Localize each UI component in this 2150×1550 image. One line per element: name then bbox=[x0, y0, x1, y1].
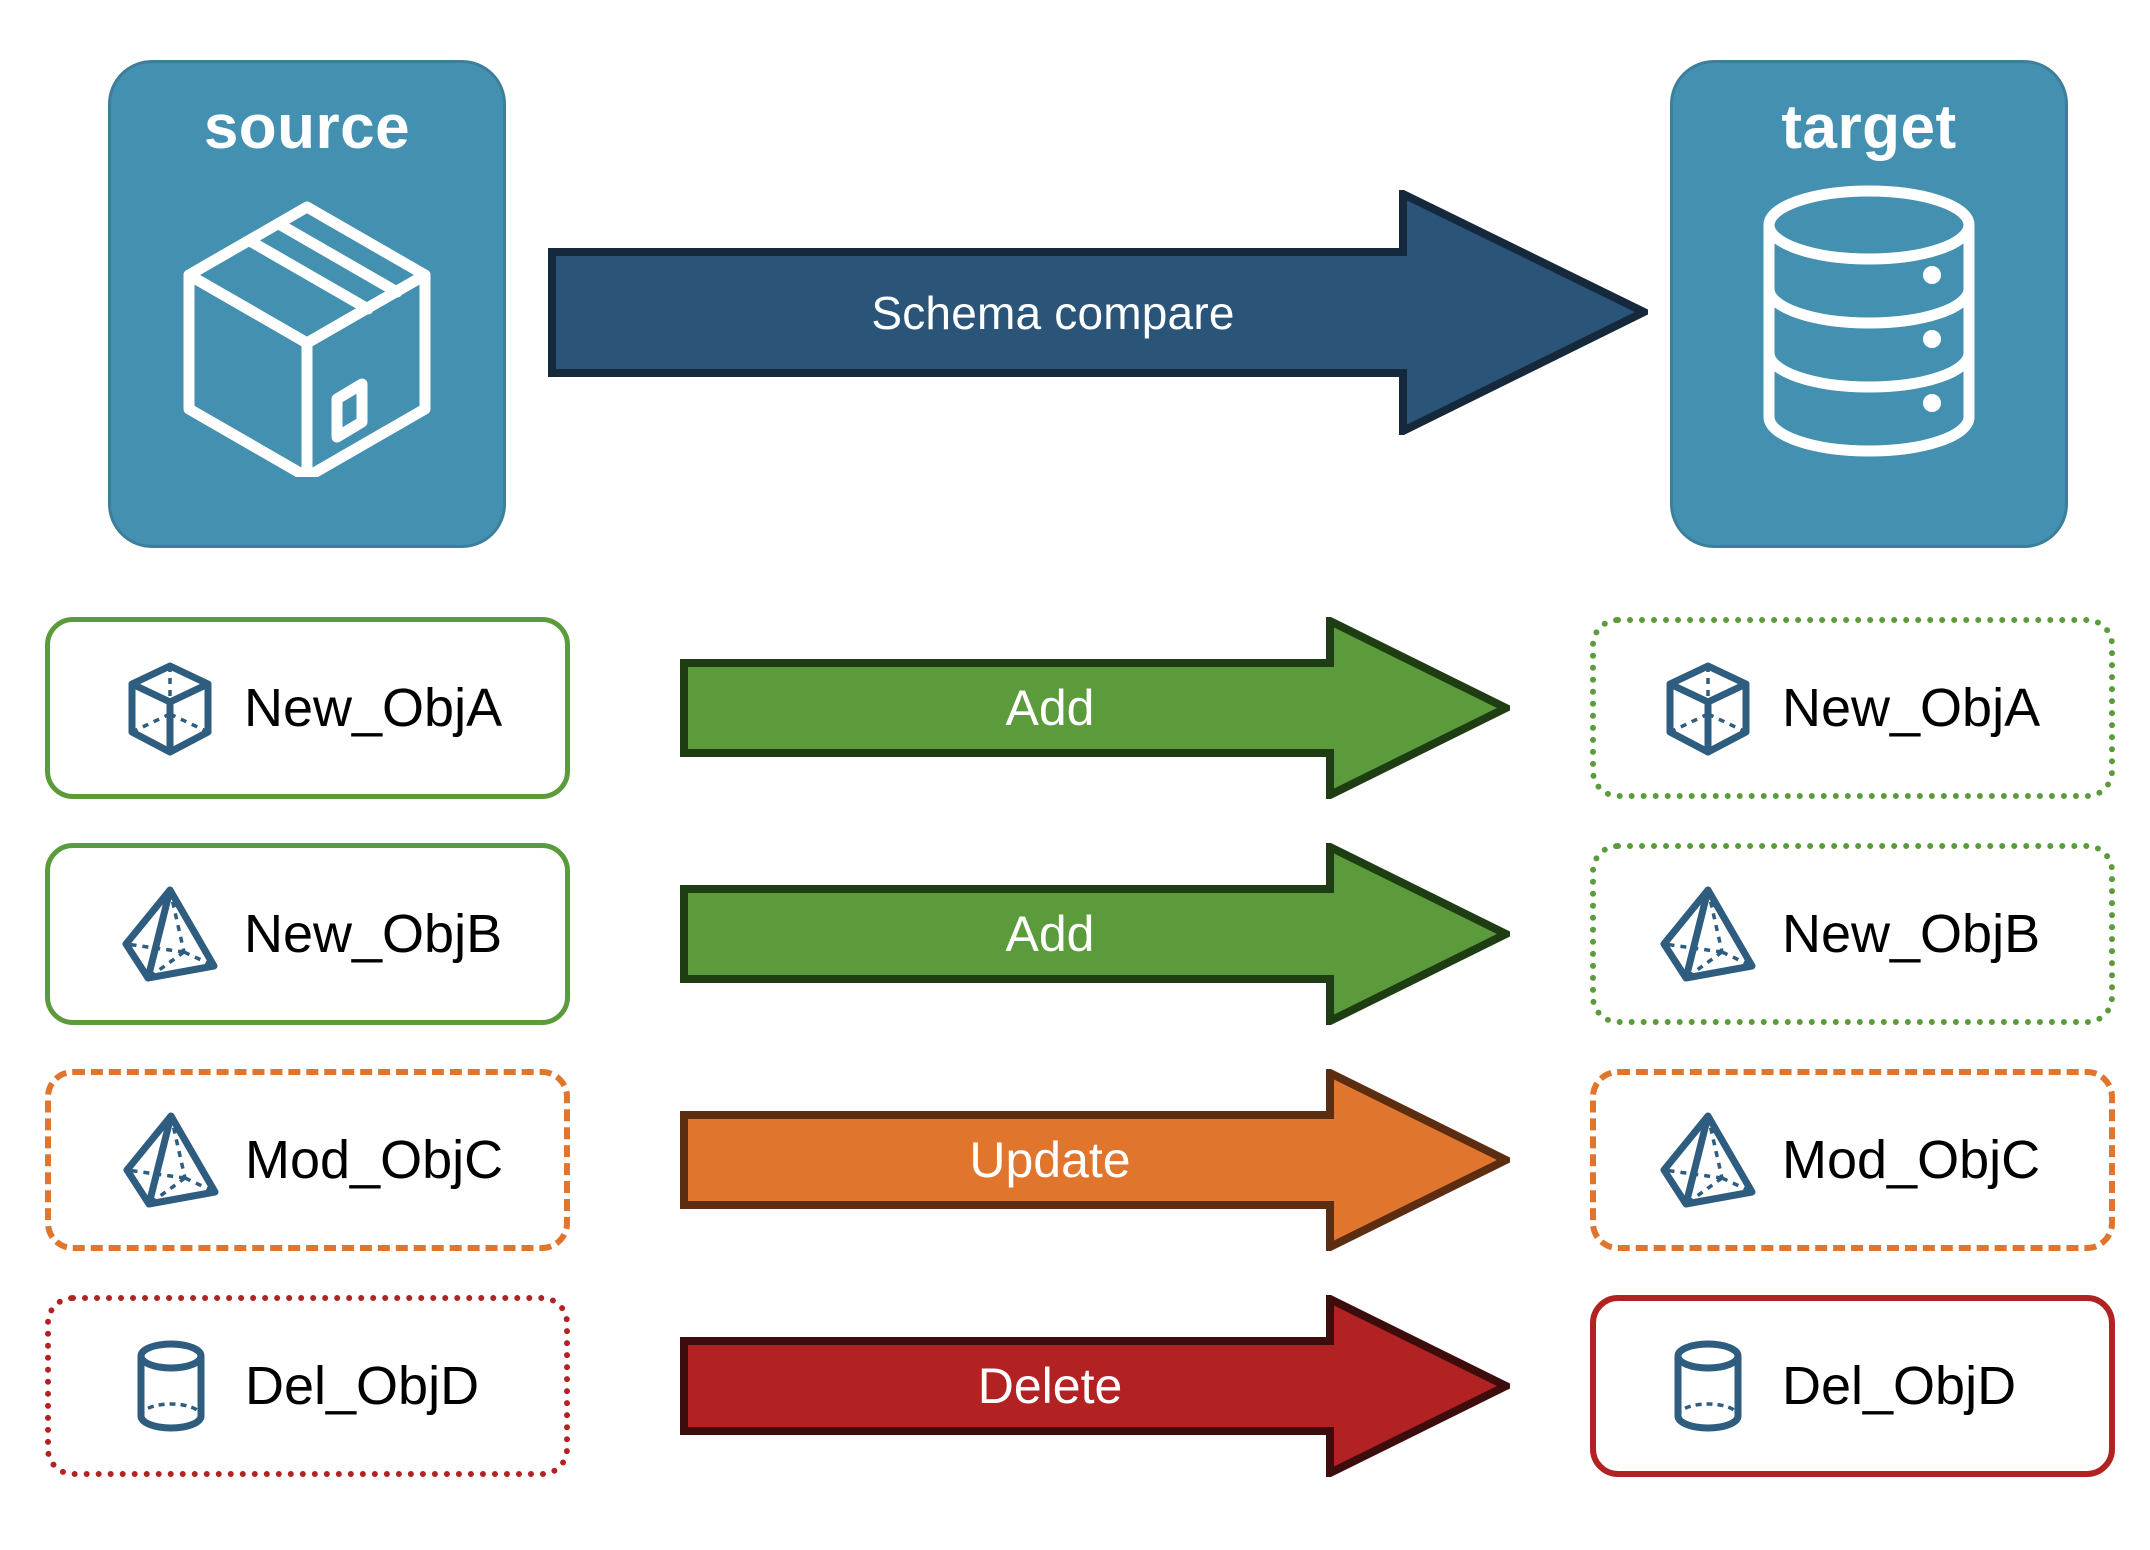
source-endpoint-card[interactable]: source bbox=[108, 60, 506, 548]
wireframe-pyramid-icon bbox=[1656, 882, 1760, 986]
target-object-label: Mod_ObjC bbox=[1782, 1130, 2041, 1190]
wireframe-cylinder-icon bbox=[119, 1334, 223, 1438]
target-object-label: New_ObjA bbox=[1782, 678, 2041, 738]
target-object-card[interactable]: Mod_ObjC bbox=[1590, 1069, 2115, 1251]
source-object-card[interactable]: New_ObjA bbox=[45, 617, 570, 799]
source-object-label: New_ObjA bbox=[244, 678, 503, 738]
source-object-label: Mod_ObjC bbox=[245, 1130, 504, 1190]
package-box-icon bbox=[157, 177, 457, 483]
delete-action-arrow[interactable] bbox=[680, 1295, 1510, 1477]
target-object-label: New_ObjB bbox=[1782, 904, 2041, 964]
source-object-card[interactable]: New_ObjB bbox=[45, 843, 570, 1025]
database-cylinder-icon bbox=[1724, 177, 2014, 472]
wireframe-cube-icon bbox=[118, 656, 222, 760]
source-object-label: New_ObjB bbox=[244, 904, 503, 964]
add-action-arrow[interactable] bbox=[680, 843, 1510, 1025]
source-object-label: Del_ObjD bbox=[245, 1356, 480, 1416]
wireframe-pyramid-icon bbox=[1656, 1108, 1760, 1212]
source-title: source bbox=[203, 93, 411, 162]
target-object-card[interactable]: New_ObjA bbox=[1590, 617, 2115, 799]
wireframe-pyramid-icon bbox=[118, 882, 222, 986]
target-endpoint-card[interactable]: target bbox=[1670, 60, 2068, 548]
target-object-card[interactable]: Del_ObjD bbox=[1590, 1295, 2115, 1477]
wireframe-cylinder-icon bbox=[1656, 1334, 1760, 1438]
source-object-card[interactable]: Mod_ObjC bbox=[45, 1069, 570, 1251]
target-title: target bbox=[1781, 93, 1957, 162]
schema-compare-arrow[interactable] bbox=[548, 190, 1648, 435]
target-object-card[interactable]: New_ObjB bbox=[1590, 843, 2115, 1025]
add-action-arrow[interactable] bbox=[680, 617, 1510, 799]
update-action-arrow[interactable] bbox=[680, 1069, 1510, 1251]
source-object-card[interactable]: Del_ObjD bbox=[45, 1295, 570, 1477]
target-object-label: Del_ObjD bbox=[1782, 1356, 2017, 1416]
wireframe-pyramid-icon bbox=[119, 1108, 223, 1212]
wireframe-cube-icon bbox=[1656, 656, 1760, 760]
